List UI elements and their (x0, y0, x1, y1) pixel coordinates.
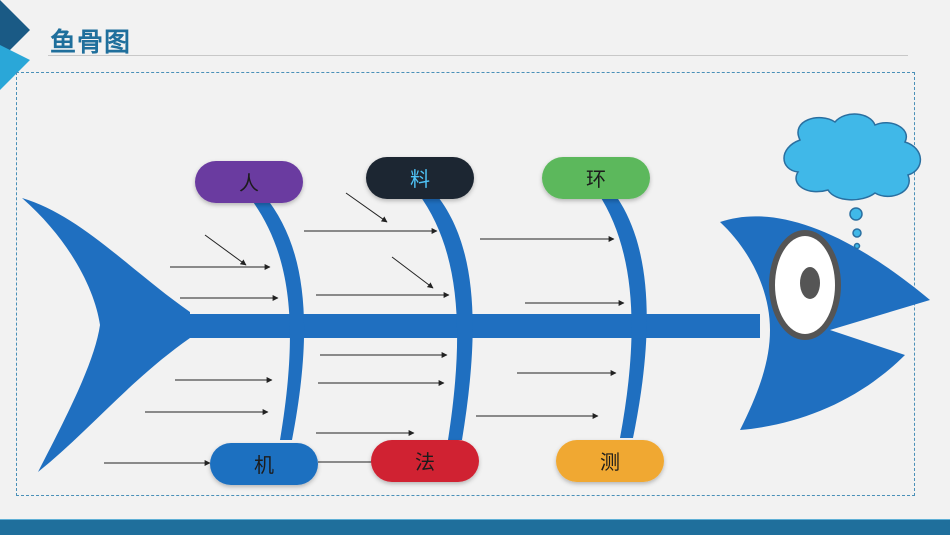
category-ren: 人 (195, 161, 303, 203)
fish-pupil (800, 267, 820, 299)
corner-decoration (0, 0, 30, 90)
category-label-huan: 环 (586, 167, 606, 191)
category-label-ji: 机 (254, 453, 274, 477)
category-label-ren: 人 (239, 171, 259, 195)
bone-liao (418, 193, 473, 440)
bone-huan (598, 193, 647, 438)
thought-cloud (783, 113, 922, 250)
category-ji: 机 (210, 443, 318, 485)
category-huan: 环 (542, 157, 650, 199)
category-fa: 法 (371, 440, 479, 482)
bone-ren (248, 195, 305, 440)
footer-bar (0, 520, 950, 535)
fish-tail (22, 198, 190, 472)
category-liao: 料 (366, 157, 474, 199)
category-ce: 测 (556, 440, 664, 482)
page-title: 鱼骨图 (50, 28, 132, 58)
title-divider (48, 55, 908, 56)
diagram-frame (16, 72, 915, 496)
category-label-ce: 测 (600, 450, 620, 474)
cause-arrows (104, 192, 625, 466)
category-label-liao: 料 (410, 167, 430, 191)
category-label-fa: 法 (415, 450, 435, 474)
